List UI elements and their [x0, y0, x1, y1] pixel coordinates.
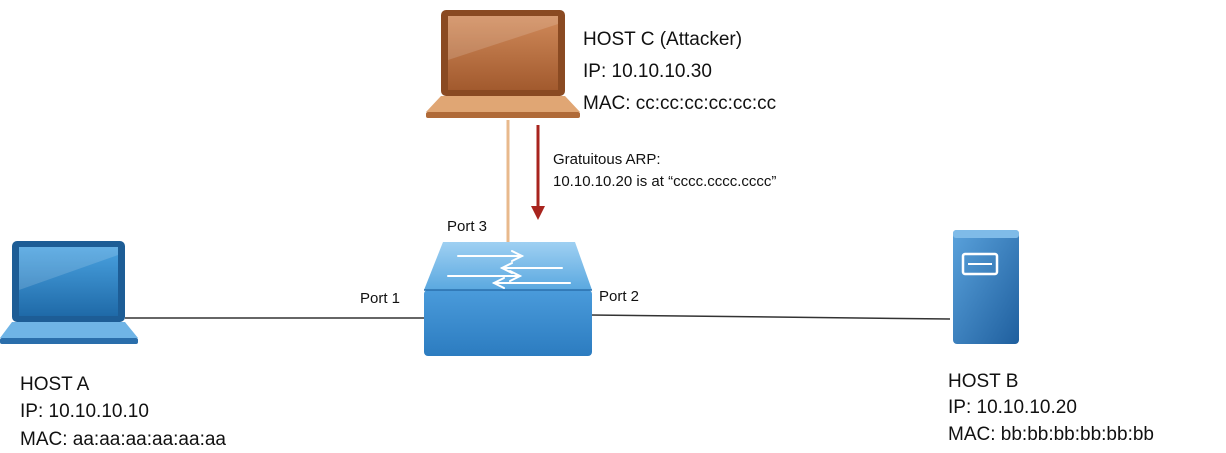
- port-1-label: Port 1: [360, 290, 401, 307]
- host-c-ip: IP: 10.10.10.30: [583, 61, 712, 82]
- host-c-name: HOST C (Attacker): [583, 29, 743, 50]
- host-a-mac: MAC: aa:aa:aa:aa:aa:aa: [20, 429, 226, 450]
- host-a-name: HOST A: [20, 374, 90, 395]
- host-a-ip: IP: 10.10.10.10: [20, 401, 149, 422]
- port-3-label: Port 3: [447, 218, 488, 235]
- arp-annotation-line1: Gratuitous ARP:: [553, 151, 661, 168]
- arp-annotation-line2: 10.10.10.20 is at “cccc.cccc.cccc”: [553, 173, 777, 190]
- port-2-label: Port 2: [599, 288, 640, 305]
- host-c-mac: MAC: cc:cc:cc:cc:cc:cc: [583, 93, 777, 114]
- gratuitous-arp-arrow: [531, 125, 545, 220]
- switch-icon: [424, 242, 592, 356]
- laptop-icon: [0, 241, 138, 344]
- server-icon: [953, 230, 1019, 344]
- host-b-name: HOST B: [948, 371, 1019, 392]
- link-switch-host-b: [589, 314, 951, 320]
- host-b-mac: MAC: bb:bb:bb:bb:bb:bb: [948, 424, 1154, 445]
- laptop-icon: [426, 10, 580, 118]
- host-b-ip: IP: 10.10.10.20: [948, 397, 1077, 418]
